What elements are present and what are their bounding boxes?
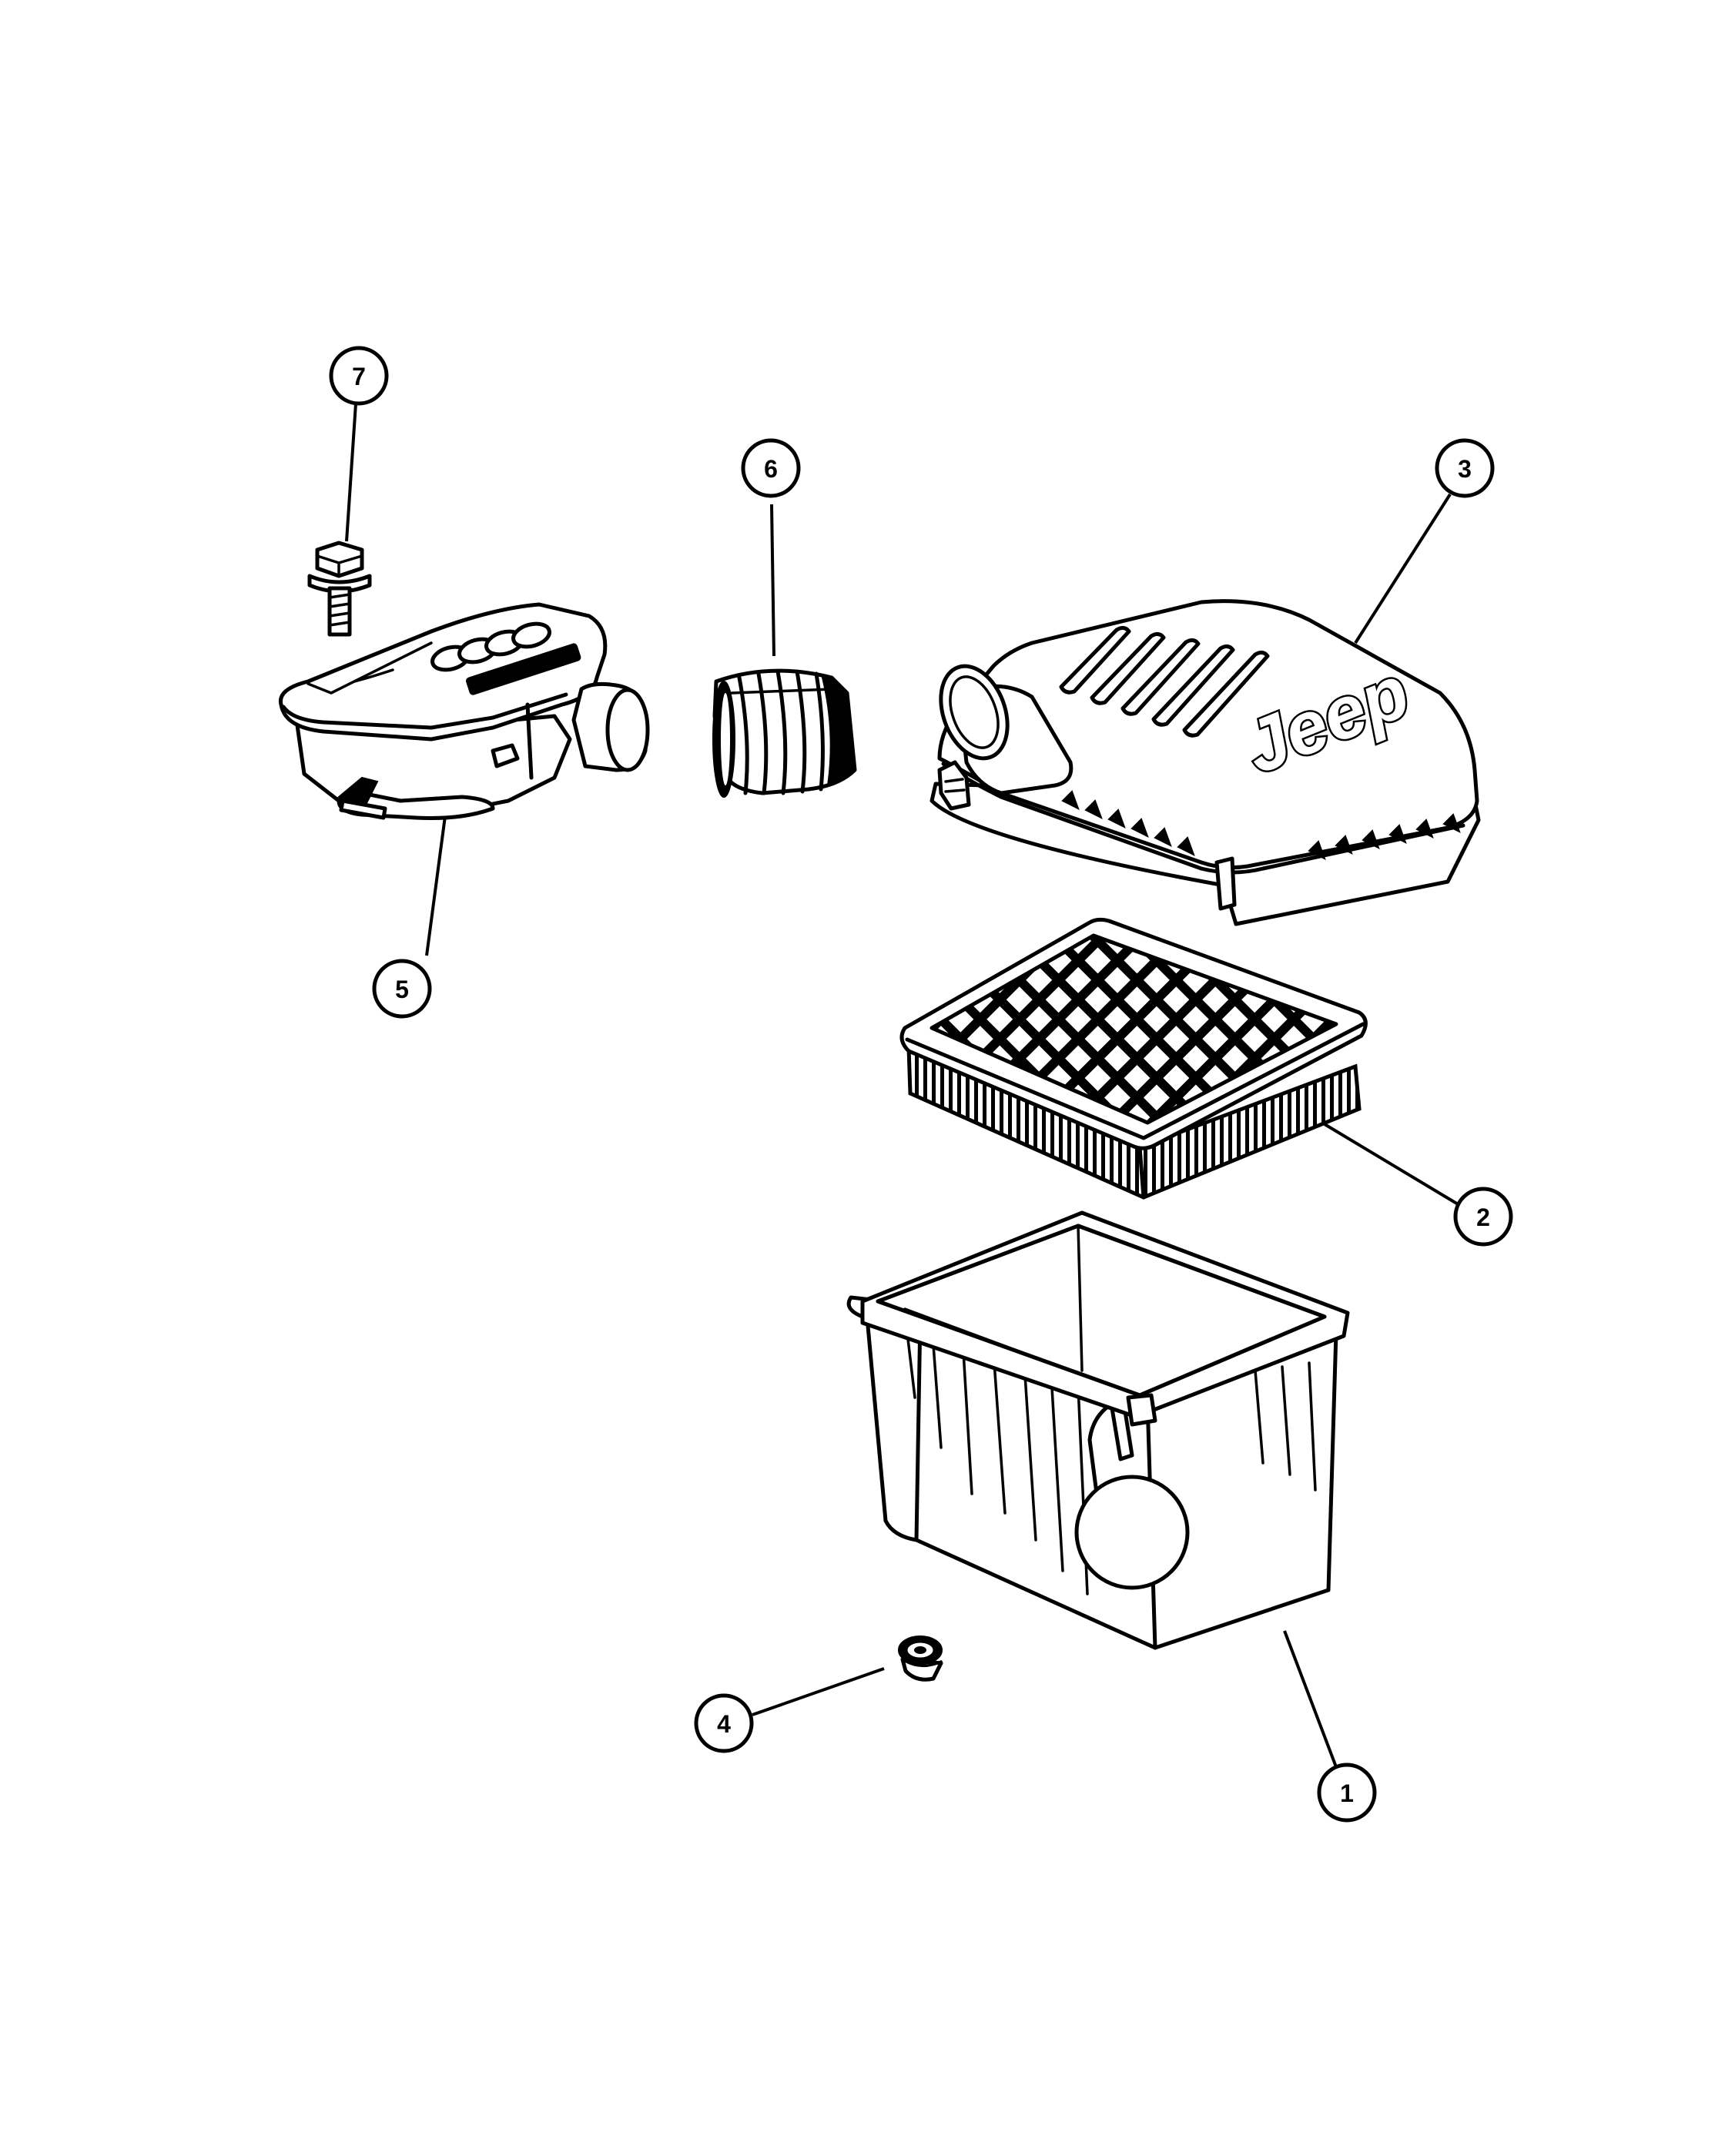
leader-2 — [1323, 1123, 1461, 1207]
leader-4 — [752, 1667, 885, 1716]
air-box-cover-part: Jeep — [929, 599, 1481, 926]
callout-4: 4 — [694, 1693, 754, 1753]
box-ribs — [903, 1311, 1317, 1595]
leader-6 — [770, 504, 775, 657]
callout-1: 1 — [1317, 1763, 1377, 1823]
air-box-lower-part — [846, 1210, 1350, 1650]
leader-7 — [345, 403, 357, 542]
leader-lines — [345, 403, 1461, 1772]
hose-part — [712, 668, 857, 798]
cover-clips — [1061, 790, 1461, 861]
svg-text:7: 7 — [352, 363, 366, 390]
svg-text:6: 6 — [764, 455, 778, 483]
callout-3: 3 — [1435, 438, 1495, 498]
callout-5: 5 — [372, 959, 432, 1019]
resonator-ribs — [430, 621, 551, 672]
nut-part — [898, 1635, 943, 1682]
leader-5 — [425, 815, 447, 956]
svg-text:1: 1 — [1340, 1779, 1354, 1807]
callout-2: 2 — [1453, 1187, 1513, 1247]
leader-1 — [1283, 1630, 1339, 1772]
callout-7: 7 — [329, 346, 389, 406]
leader-3 — [1354, 493, 1452, 644]
svg-text:2: 2 — [1476, 1204, 1490, 1231]
svg-text:5: 5 — [395, 976, 409, 1003]
callout-6: 6 — [741, 438, 801, 498]
resonator-part — [278, 602, 650, 820]
svg-text:3: 3 — [1458, 455, 1472, 483]
bolt-part — [307, 541, 372, 637]
svg-text:4: 4 — [717, 1710, 731, 1738]
cover-ribs — [1059, 625, 1270, 738]
air-filter-part — [899, 917, 1368, 1200]
